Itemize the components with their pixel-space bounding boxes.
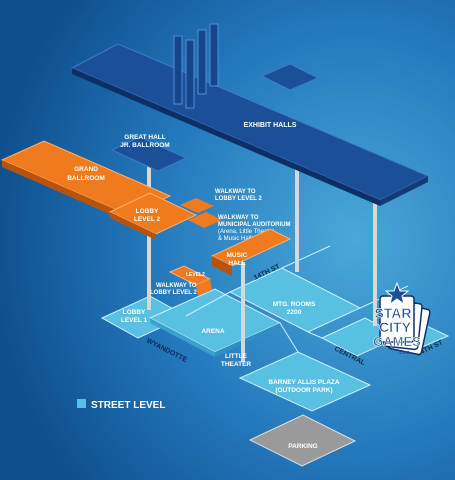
walkway-2-label-1: WALKWAY TO [218,215,259,221]
logo-line-1: STAR [374,305,411,321]
grand-ballroom[interactable]: GRAND BALLROOM [0,140,172,222]
walkway-1-label-2: LOBBY LEVEL 2 [215,196,262,202]
mtg-rooms-label-2: 2200 [287,309,302,316]
exhibit-halls[interactable]: EXHIBIT HALLS [70,23,430,206]
legend-swatch [77,399,86,408]
music-hall-top [210,228,292,267]
great-hall[interactable]: GREAT HALL JR. BALLROOM [110,134,188,172]
exhibit-annex [260,63,320,91]
walkway-2-label-2: MUNICIPAL AUDITORIUM [218,222,290,228]
tower-1 [173,35,183,105]
walkway-2-label-4: & Music Hall) [218,236,253,242]
lobby-level-2-label-1: LOBBY [136,208,159,215]
music-hall[interactable]: MUSIC HALL [210,228,292,276]
lobby-level-1-label-1: LOBBY [123,309,146,316]
music-hall-label-2: HALL [228,260,245,267]
star-city-games-logo: STAR CITY GAMES .com [373,281,431,356]
tower-4 [209,23,219,87]
tower-3 [197,29,207,95]
arena-floor-side [150,318,215,357]
plaza-label-2: (OUTDOOR PARK) [275,387,332,394]
arena-label: ARENA [201,328,224,335]
walkway-3-label-1: WALKWAY TO [156,283,197,289]
great-hall-top [110,136,188,172]
arena-floor-front [215,323,280,357]
great-hall-label-1: GREAT HALL [124,134,165,141]
grand-ballroom-label-2: BALLROOM [67,175,105,182]
legend-label: STREET LEVEL [91,400,165,411]
legend: STREET LEVEL [77,399,165,411]
walkway-1 [180,198,214,213]
level2-walkway[interactable]: LEVEL2 [168,265,212,296]
logo-line-4: .com [398,350,410,356]
walkway-2 [188,212,222,228]
walkway-2-label-3: (Arena, Little Theater, [218,229,276,235]
exhibit-halls-label: EXHIBIT HALLS [244,122,297,129]
logo-line-3: GAMES [373,334,421,349]
level2-label: LEVEL2 [186,272,205,278]
exhibit-halls-front [380,176,428,206]
walkway-3-label-2: LOBBY LEVEL 2 [150,290,197,296]
pillar-music-hall [241,262,245,362]
lobby-level-2[interactable]: LOBBY LEVEL 2 [108,192,222,240]
lobby-level-2-label-2: LEVEL 2 [134,216,161,223]
plaza-label-1: BARNEY ALLIS PLAZA [268,379,339,386]
pillar-plaza [373,196,377,326]
lobby-level-2-side [110,212,156,240]
pillar-mtg-rooms [295,160,299,272]
walkway-1-label-1: WALKWAY TO [215,189,256,195]
parking-lot[interactable] [248,414,357,467]
music-hall-side [212,256,232,276]
logo-line-2: CITY [379,319,412,335]
lobby-level-1-label-2: LEVEL 1 [121,317,148,324]
great-hall-label-2: JR. BALLROOM [120,142,169,149]
little-theater-label-1: LITTLE [225,353,248,360]
mtg-rooms-label-1: MTG. ROOMS [273,301,316,308]
level2-walkway-arm [196,279,212,296]
tower-2 [185,39,195,109]
little-theater-label-2: THEATER [221,361,252,368]
music-hall-label-1: MUSIC [227,252,248,259]
exhibit-halls-side [72,68,380,206]
logo-star-icon [384,281,410,306]
grand-ballroom-side [2,160,128,222]
parking-label: PARKING [288,443,318,450]
exhibit-towers [173,23,219,109]
grand-ballroom-label-1: GRAND [74,166,98,173]
plaza-floor[interactable] [238,351,372,412]
